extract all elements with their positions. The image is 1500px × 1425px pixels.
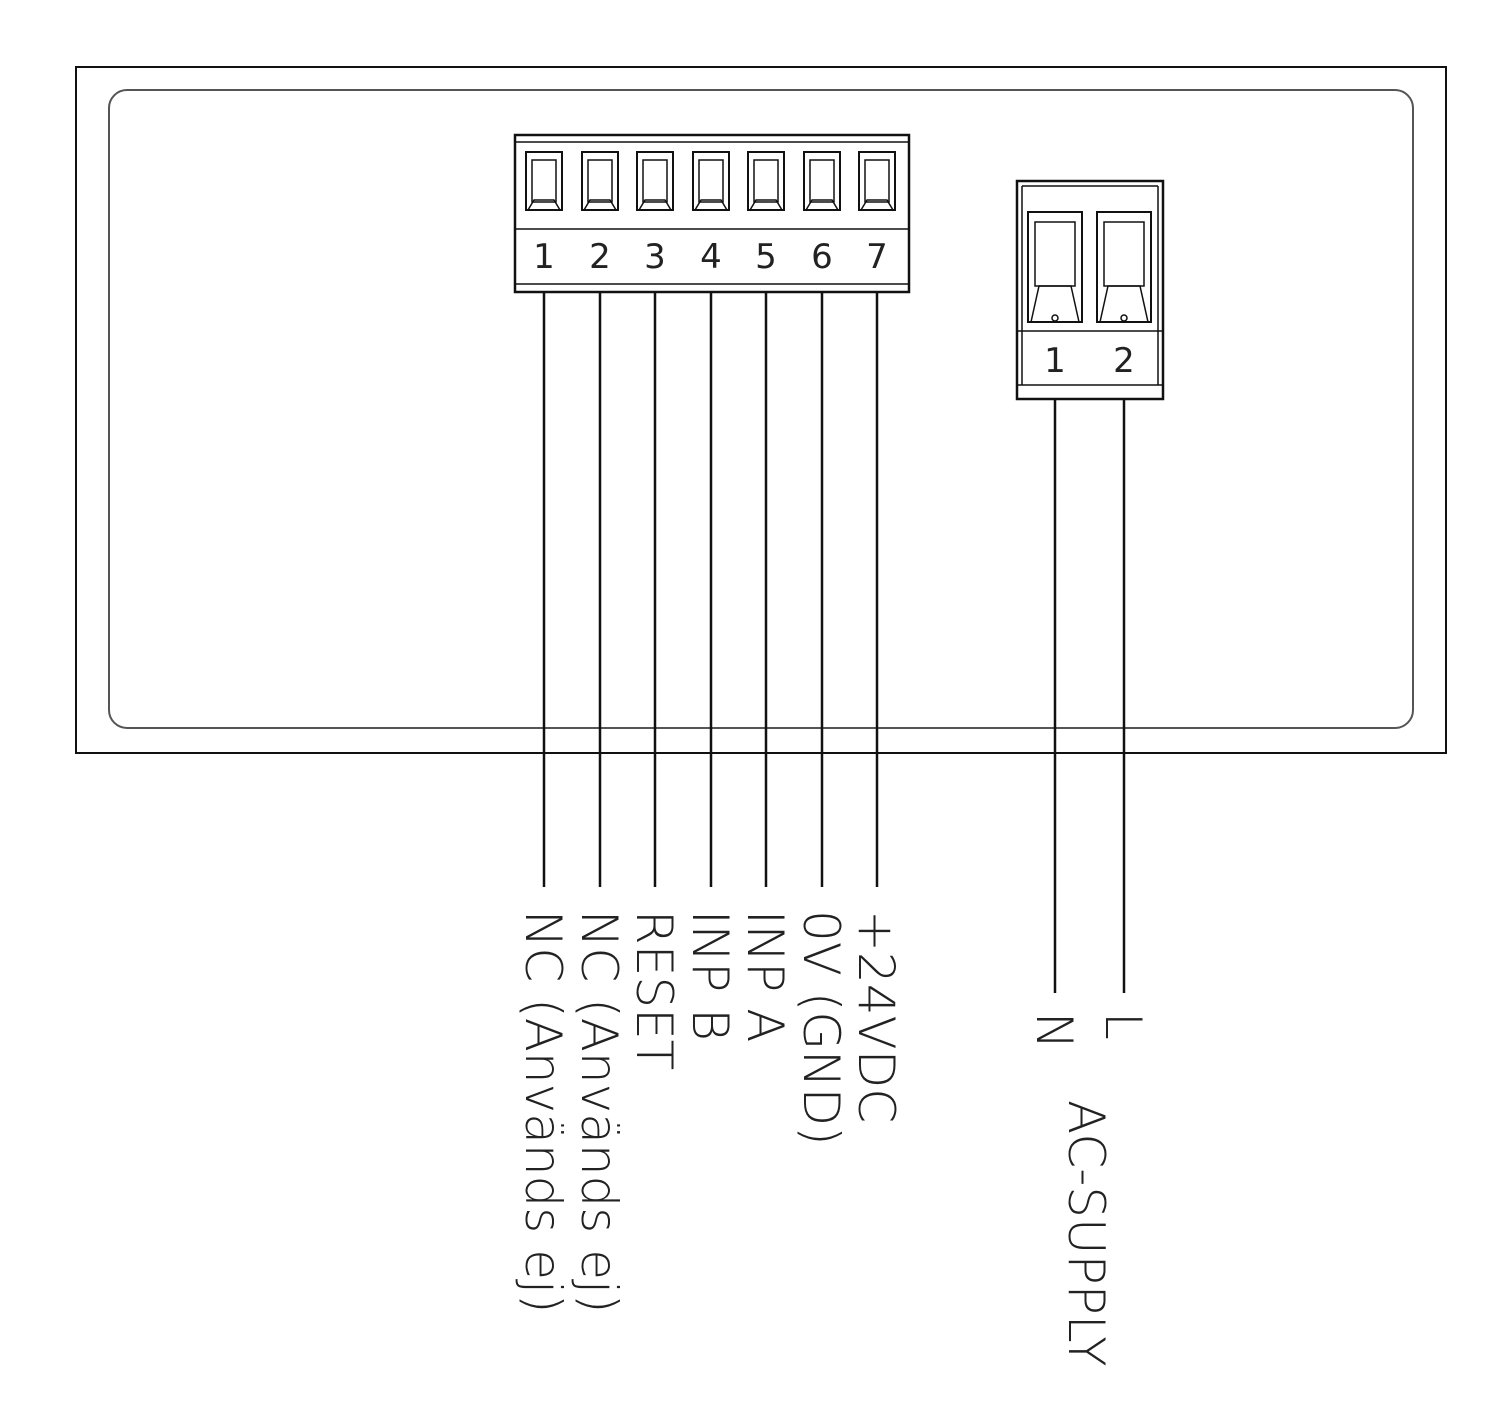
pin-number: 1	[1044, 341, 1066, 381]
pin-number: 4	[700, 237, 722, 277]
terminal-slot-ac-2	[1096, 211, 1152, 323]
terminal-slot-6	[803, 151, 841, 211]
terminal-slot-3	[636, 151, 674, 211]
pin-label: NC (Används ej)	[514, 910, 572, 1313]
ac-supply-label: AC-SUPPLY	[1057, 1100, 1115, 1367]
pin-label: RESET	[625, 910, 683, 1070]
pin-number: 2	[589, 237, 611, 277]
pin-number: 6	[811, 237, 833, 277]
pin-label: INP B	[681, 910, 739, 1041]
terminal-slot-5	[747, 151, 785, 211]
pin-number: 1	[533, 237, 555, 277]
terminal-slot-1	[525, 151, 563, 211]
right-wires	[1053, 399, 1126, 993]
pin-number: 2	[1113, 341, 1135, 381]
terminal-slot-ac-1	[1027, 211, 1083, 323]
terminal-slot-4	[692, 151, 730, 211]
pin-label: 0V (GND)	[792, 910, 850, 1146]
pin-label: L	[1094, 1012, 1152, 1040]
pin-number: 7	[866, 237, 888, 277]
pin-label: INP A	[736, 910, 794, 1042]
terminal-slot-7	[858, 151, 896, 211]
pin-label: N	[1025, 1012, 1083, 1049]
left-wires	[542, 292, 879, 887]
pin-number: 5	[755, 237, 777, 277]
terminal-slot-2	[581, 151, 619, 211]
pin-label: NC (Används ej)	[570, 910, 628, 1313]
pin-number: 3	[644, 237, 666, 277]
pin-label: +24VDC	[847, 910, 905, 1123]
